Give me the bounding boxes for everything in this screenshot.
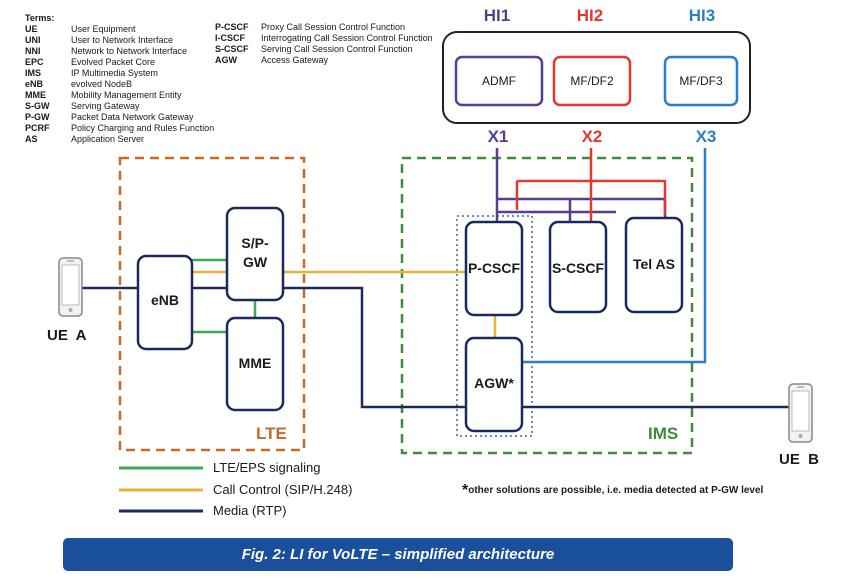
lte-zone bbox=[118, 156, 306, 452]
mme-box bbox=[225, 316, 285, 412]
legend-signaling-label: LTE/EPS signaling bbox=[213, 460, 321, 475]
legend-callcontrol-label: Call Control (SIP/H.248) bbox=[213, 482, 353, 497]
scscf-label: S-CSCF bbox=[551, 260, 605, 276]
agw-box bbox=[464, 336, 524, 433]
x1-label: X1 bbox=[487, 127, 509, 146]
mfdf3-box bbox=[663, 55, 739, 107]
footnote-star: * bbox=[462, 482, 469, 499]
mfdf2-label: MF/DF2 bbox=[570, 74, 614, 88]
ue-a-phone-icon bbox=[58, 257, 83, 317]
hi1-label: HI1 bbox=[483, 6, 511, 25]
spgw-box bbox=[225, 206, 285, 302]
pcscf-label: P-CSCF bbox=[467, 260, 521, 276]
enb-box bbox=[136, 254, 194, 351]
lte-zone-label: LTE bbox=[256, 424, 287, 443]
pcscf-agw-group bbox=[456, 215, 533, 437]
ims-zone-label: IMS bbox=[648, 424, 679, 443]
hi2-label: HI2 bbox=[576, 6, 604, 25]
admf-label: ADMF bbox=[482, 74, 516, 88]
figure-caption: Fig. 2: LI for VoLTE – simplified archit… bbox=[63, 538, 733, 571]
telas-box bbox=[624, 216, 684, 314]
telas-label: Tel AS bbox=[632, 256, 675, 272]
footnote-text: other solutions are possible, i.e. media… bbox=[468, 485, 764, 496]
media-spgw-agw bbox=[283, 286, 466, 409]
ims-zone bbox=[400, 156, 694, 455]
agw-label: AGW* bbox=[474, 375, 514, 391]
hi3-label: HI3 bbox=[688, 6, 716, 25]
mfdf2-box bbox=[552, 55, 632, 107]
x2-label: X2 bbox=[581, 127, 603, 146]
terms-header: Terms: bbox=[25, 13, 55, 23]
spgw-label: S/P-GW bbox=[241, 235, 269, 270]
legend-media-label: Media (RTP) bbox=[213, 503, 287, 518]
footnote: *other solutions are possible, i.e. medi… bbox=[462, 482, 763, 500]
scscf-box bbox=[548, 220, 608, 314]
x2-line bbox=[515, 148, 667, 222]
mme-label: MME bbox=[238, 355, 272, 371]
ue-b-label: UE B bbox=[779, 451, 820, 468]
admf-box bbox=[454, 55, 544, 107]
x3-label: X3 bbox=[695, 127, 717, 146]
pcscf-box bbox=[464, 220, 524, 317]
ue-b-phone-icon bbox=[788, 383, 813, 443]
x3-line bbox=[521, 148, 707, 364]
ue-a-label: UE A bbox=[47, 327, 87, 344]
mfdf3-label: MF/DF3 bbox=[679, 74, 723, 88]
enb-label: eNB bbox=[150, 292, 179, 308]
